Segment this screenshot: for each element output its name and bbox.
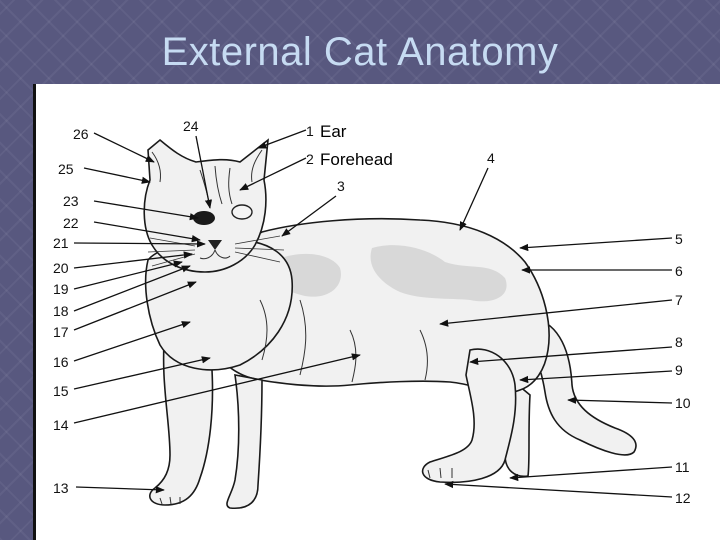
cat-near-hind-leg	[421, 348, 517, 484]
cat-hind-paw-toes	[427, 467, 453, 479]
label-24: 24	[183, 118, 199, 134]
label-5: 5	[675, 231, 683, 247]
cat-far-front-leg	[226, 374, 263, 510]
label-18: 18	[53, 303, 69, 319]
cat-ear-inner-right	[251, 149, 263, 183]
arrow-26	[93, 132, 155, 163]
arrow-25	[83, 167, 151, 184]
label-15: 15	[53, 383, 69, 399]
arrow-9	[519, 370, 673, 384]
arrow-17	[73, 281, 197, 331]
label-21: 21	[53, 235, 69, 251]
arrow-12	[444, 480, 673, 498]
label-7: 7	[675, 292, 683, 308]
arrow-8	[469, 346, 673, 366]
label-22: 22	[63, 215, 79, 231]
arrow-18	[73, 265, 191, 312]
label-forehead: Forehead	[320, 150, 393, 169]
label-2: 2	[306, 151, 314, 167]
label-4: 4	[487, 150, 495, 166]
arrow-22	[93, 221, 201, 243]
arrow-2	[239, 157, 307, 191]
label-17: 17	[53, 324, 69, 340]
arrow-16	[73, 321, 191, 362]
arrow-19	[73, 260, 183, 290]
cat-fur-patch	[370, 245, 507, 302]
cat-nose	[208, 240, 222, 250]
label-13: 13	[53, 480, 69, 496]
arrow-5	[519, 237, 673, 252]
cat-body-texture	[259, 299, 428, 383]
arrow-21	[73, 240, 206, 248]
label-10: 10	[675, 395, 691, 411]
arrow-14	[73, 353, 361, 424]
number-labels: 1 2 3 4 5 6 7 8 9 10 11 12 13 14 15 16 1…	[53, 118, 691, 506]
cat-mouth	[199, 249, 231, 260]
cat-illustration	[143, 138, 637, 510]
cat-head	[143, 138, 269, 273]
label-26: 26	[73, 126, 89, 142]
arrow-23	[93, 200, 199, 221]
label-3: 3	[337, 178, 345, 194]
arrow-11	[509, 466, 673, 482]
label-19: 19	[53, 281, 69, 297]
label-25: 25	[58, 161, 74, 177]
arrow-10	[567, 396, 673, 404]
arrow-24	[195, 135, 213, 209]
slide-title: External Cat Anatomy	[161, 30, 559, 74]
label-8: 8	[675, 334, 683, 350]
arrow-7	[439, 299, 673, 327]
arrow-1	[257, 129, 307, 149]
label-14: 14	[53, 417, 69, 433]
label-20: 20	[53, 260, 69, 276]
cat-tail	[521, 317, 637, 456]
arrow-20	[73, 251, 193, 269]
label-16: 16	[53, 354, 69, 370]
cat-whiskers	[147, 235, 285, 267]
leader-lines	[73, 129, 673, 498]
arrow-15	[73, 356, 211, 390]
label-11: 11	[675, 459, 690, 475]
label-ear: Ear	[320, 122, 347, 141]
arrow-4	[459, 167, 489, 231]
cat-ear-inner-left	[151, 151, 161, 183]
arrow-3	[281, 195, 337, 237]
label-12: 12	[675, 490, 691, 506]
label-6: 6	[675, 263, 683, 279]
label-9: 9	[675, 362, 683, 378]
arrow-13	[75, 486, 165, 494]
label-23: 23	[63, 193, 79, 209]
cat-eye-right	[231, 204, 253, 220]
label-1: 1	[306, 123, 314, 139]
panel-edge	[33, 84, 36, 540]
cat-front-paw-toes	[159, 496, 181, 505]
